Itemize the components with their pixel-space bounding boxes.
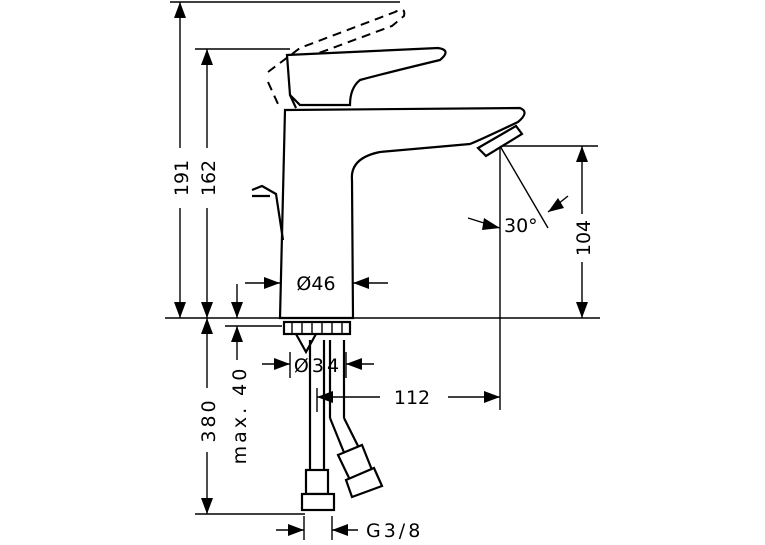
dim-total-height: 191 — [171, 160, 193, 196]
mounting-assembly — [282, 320, 384, 512]
dim-thread-diameter: Ø34 — [294, 355, 342, 377]
dim-hose-length: 380 — [198, 397, 220, 442]
dimension-labels: 191 162 104 Ø46 30° Ø34 112 380 max. 40 … — [171, 160, 595, 542]
dimension-lines — [174, 2, 588, 540]
faucet-body — [251, 8, 526, 320]
dim-max-thickness: max. 40 — [229, 366, 251, 465]
dim-lever-height: 162 — [198, 160, 220, 196]
dim-body-diameter: Ø46 — [296, 273, 335, 295]
dim-connection: G3/8 — [366, 520, 423, 542]
dim-spout-angle: 30° — [504, 215, 538, 237]
dim-reach: 112 — [394, 387, 430, 409]
dim-spout-height: 104 — [573, 220, 595, 256]
